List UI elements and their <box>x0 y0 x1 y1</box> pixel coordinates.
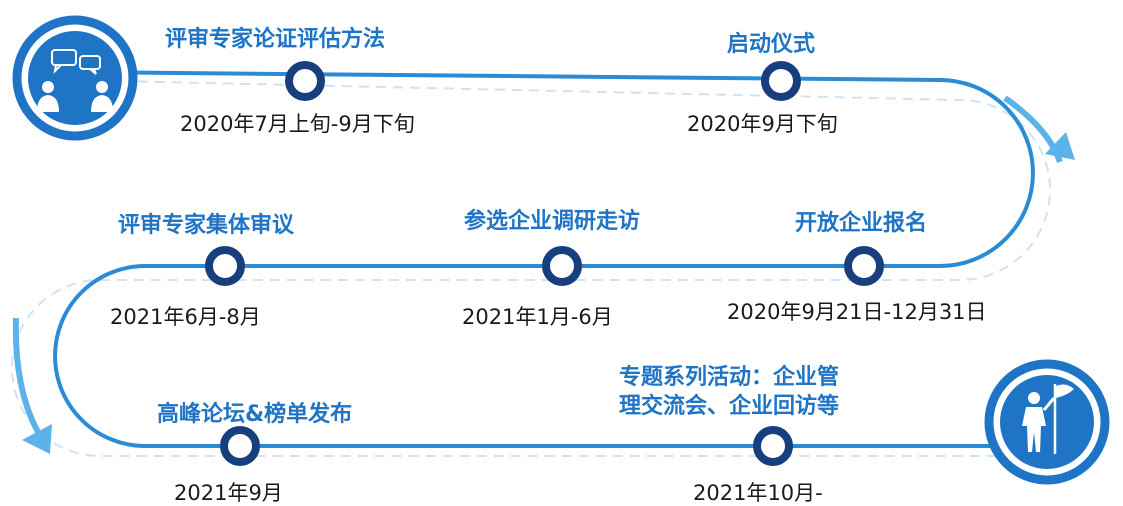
milestone-2-date: 2020年9月下旬 <box>687 112 838 136</box>
dashed-outer-track <box>11 79 1051 457</box>
milestone-2-title: 启动仪式 <box>727 32 816 57</box>
person-with-flag-icon <box>1022 384 1074 454</box>
milestone-4-title: 参选企业调研走访 <box>464 209 641 234</box>
milestone-3-date: 2020年9月21日-12月31日 <box>727 300 987 324</box>
milestone-1-date: 2020年7月上旬-9月下旬 <box>180 112 415 136</box>
node-7 <box>753 426 793 466</box>
milestone-3-title: 开放企业报名 <box>795 211 928 236</box>
node-5 <box>205 246 245 286</box>
node-2 <box>761 61 801 101</box>
milestone-1-title: 评审专家论证评估方法 <box>165 27 386 52</box>
milestone-7-title-line2: 理交流会、企业回访等 <box>619 394 840 419</box>
start-icon-circle <box>12 15 138 141</box>
milestone-5-date: 2021年6月-8月 <box>110 305 261 329</box>
node-1 <box>285 61 325 101</box>
node-4 <box>542 246 582 286</box>
milestone-5-title: 评审专家集体审议 <box>118 213 295 238</box>
end-icon-circle <box>984 359 1110 485</box>
node-6 <box>220 426 260 466</box>
left-curve-arrow <box>12 317 52 454</box>
timeline-path <box>53 70 1060 448</box>
milestone-4-date: 2021年1月-6月 <box>462 305 613 329</box>
right-curve-arrow <box>1003 95 1075 164</box>
milestone-7-title-line1: 专题系列活动：企业管 <box>619 365 840 390</box>
milestone-6-date: 2021年9月 <box>174 481 283 505</box>
milestone-6-title: 高峰论坛&榜单发布 <box>157 402 353 427</box>
consultation-people-icon <box>37 49 113 112</box>
node-3 <box>844 246 884 286</box>
milestone-7-date: 2021年10月- <box>693 481 823 505</box>
